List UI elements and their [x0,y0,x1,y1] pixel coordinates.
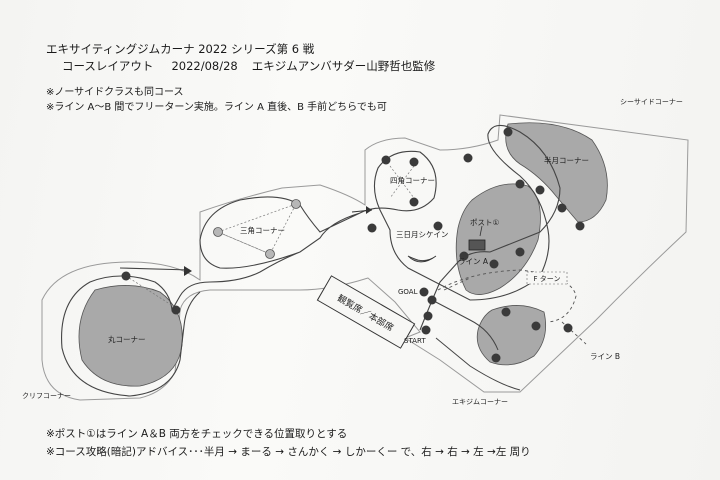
triangle-corner-guide [217,203,297,255]
start-goal-lane [435,337,521,391]
layout-subtitle: コースレイアウト 2022/08/28 エキジムアンバサダー山野哲也監修 [62,58,435,74]
free-turn-label: F ターン [534,274,561,283]
pylon [563,323,573,333]
half-moon-corner-label: 半月コーナー [544,155,589,165]
pylon [427,295,437,305]
square-corner-guide [389,165,415,199]
arrow-head-icon [184,266,192,276]
goal-label: GOAL [398,288,418,296]
pylon [291,199,301,209]
ekigym-island [476,305,547,366]
layout-label: コースレイアウト [62,59,154,73]
pylon [491,353,501,363]
course-boundary [41,114,689,401]
pylons [121,127,585,363]
grandstand-box: 観覧席／本部席 [316,275,416,349]
line-b-label: ライン B [590,352,620,361]
pylon [459,251,469,261]
circle-corner-island [78,285,183,387]
triangle-guide-extra [217,231,271,255]
pylon [503,127,513,137]
pylon [381,155,391,165]
pylon [463,153,473,163]
triangle-pylons [213,199,301,259]
pylon [423,311,433,321]
pylon [489,259,499,269]
pylon [433,221,443,231]
ekigym-corner-label: エキジムコーナー [452,398,508,406]
post1-label: ポスト① [470,218,499,227]
triangle-corner-label: 三角コーナー [240,225,285,235]
pylon [515,247,525,257]
footer-note-advice: ※コース攻略(暗記)アドバイス･･･半月 → まーる → さんかく → しかーく… [46,446,531,458]
event-title: エキサイティングジムカーナ 2022 シリーズ第 6 戦 [46,42,315,56]
line-a-marker [443,277,471,291]
pylon [419,287,429,297]
pylon [265,249,275,259]
pylon [409,197,419,207]
note-free-turn: ※ライン A～B 間でフリーターン実施。ライン A 直後、B 手前どちらでも可 [46,102,387,113]
pylon [575,221,585,231]
pylon [367,223,377,233]
pylon [213,227,223,237]
pylon [409,157,419,167]
note-class: ※ノーサイドクラスも同コース [46,87,184,98]
free-turn-path [437,269,577,323]
crescent-chicane-label: 三日月シケイン [396,230,448,239]
free-turn-label-box [526,271,568,285]
pylon [171,305,181,315]
start-label: START [404,337,426,345]
post1-pointer [479,225,483,237]
square-corner-label: 四角コーナー [390,175,435,185]
seaside-corner-label: シーサイドコーナー [620,98,683,106]
arrow-head-icon [366,206,372,214]
circle-corner-label: 丸コーナー [108,334,146,344]
post-island [455,183,541,295]
racing-line [61,124,561,397]
pylon [535,185,545,195]
supervisor-credit: エキジムアンバサダー山野哲也監修 [251,59,436,73]
pylon [557,203,567,213]
cliff-corner-label: クリフコーナー [22,392,71,400]
circle-corner-guide [125,275,177,309]
pylon [531,321,541,331]
post1-marker [468,239,486,251]
pylon [515,179,525,189]
footer-note-post: ※ポスト①はライン A＆B 両方をチェックできる位置取りとする [46,428,348,440]
line-a-label: ライン A [458,257,489,266]
event-date: 2022/08/28 [171,59,238,73]
pylon [501,307,511,317]
pylon [121,271,131,281]
crescent-chicane [407,255,437,263]
pylon [421,325,431,335]
goal-lane [431,299,499,351]
